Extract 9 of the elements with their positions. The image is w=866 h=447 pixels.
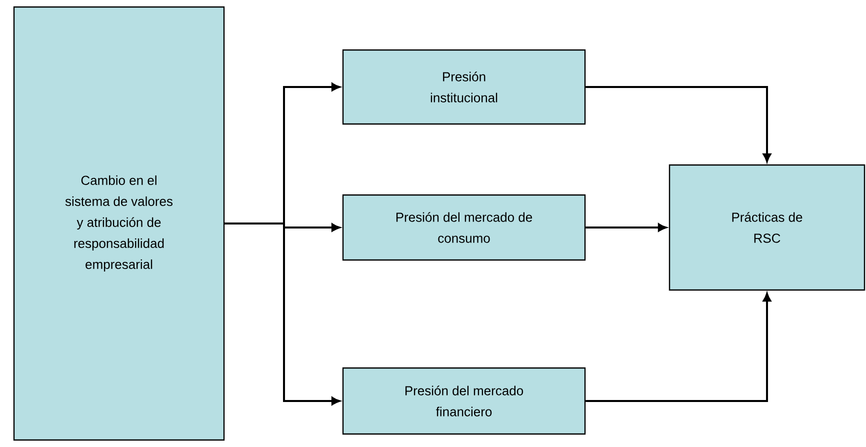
arrow [586, 223, 666, 232]
arrow [224, 222, 340, 406]
arrow [586, 293, 772, 402]
process-box: Presión del mercado de consumo [342, 194, 586, 261]
process-box: Presión institucional [342, 49, 586, 125]
process-box: Cambio en el sistema de valores y atribución de responsabilidad empresarial [13, 6, 225, 441]
process-box: Prácticas de RSC [668, 164, 866, 291]
process-box: Presión del mercado financiero [342, 367, 586, 435]
arrow [586, 86, 772, 162]
